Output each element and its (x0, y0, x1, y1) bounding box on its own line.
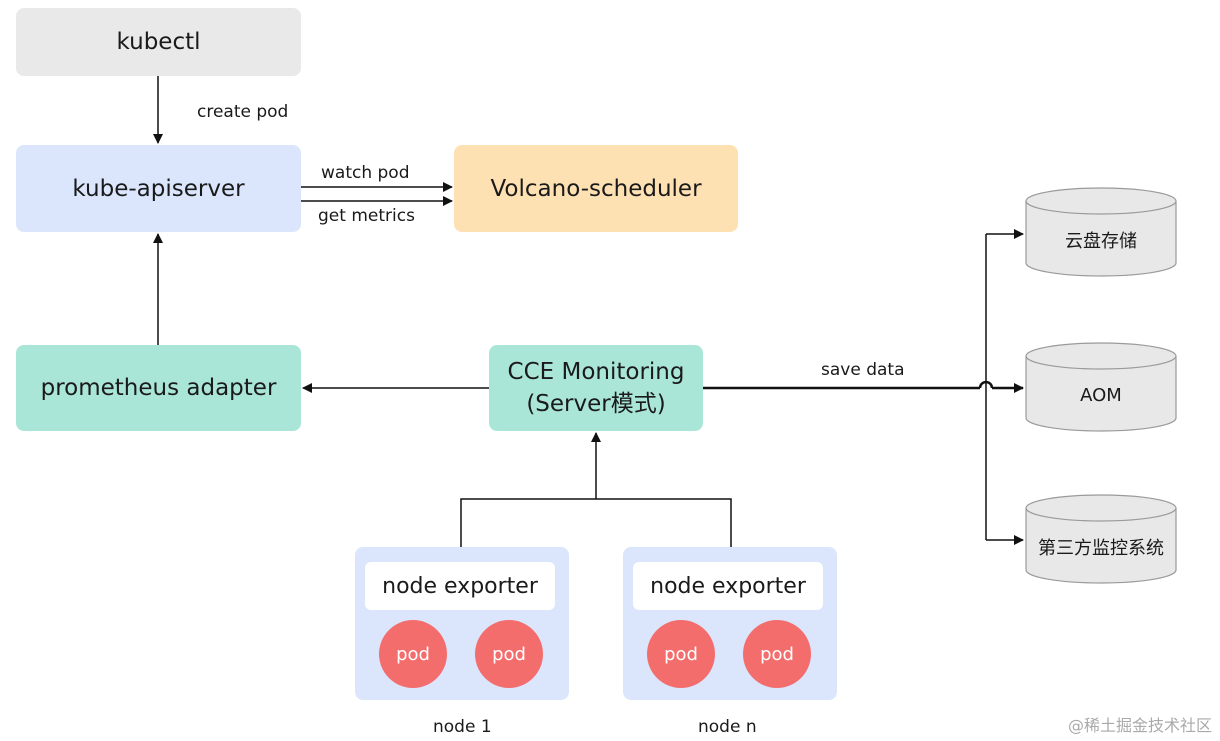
watch-pod-label: watch pod (321, 163, 410, 183)
cloud-disk-storage-label: 云盘存储 (1065, 231, 1137, 252)
cloud-disk-storage-cylinder: 云盘存储 (1025, 187, 1177, 277)
save-data-label: save data (821, 360, 905, 380)
cylinder-shape (1025, 187, 1177, 277)
node-1-label: node 1 (433, 717, 492, 737)
node-1-box: node exporter pod pod (355, 547, 569, 700)
aom-label: AOM (1080, 384, 1122, 406)
cce-monitoring-mode: (Server模式) (526, 391, 666, 417)
cylinder-shape (1025, 342, 1177, 432)
kube-apiserver-label: kube-apiserver (72, 175, 245, 202)
third-party-monitoring-cylinder: 第三方监控系统 (1025, 494, 1177, 584)
cce-monitoring-box: CCE Monitoring (Server模式) (489, 345, 703, 431)
cylinder-shape (1025, 494, 1177, 584)
aom-cylinder: AOM (1025, 342, 1177, 432)
create-pod-label: create pod (197, 102, 289, 122)
watermark: @稀土掘金技术社区 (1067, 716, 1212, 735)
volcano-scheduler-label: Volcano-scheduler (490, 175, 702, 202)
prometheus-adapter-box: prometheus adapter (16, 345, 301, 431)
node-n-label: node n (698, 717, 757, 737)
get-metrics-label: get metrics (318, 206, 415, 226)
node-n-box: node exporter pod pod (623, 547, 837, 700)
pod-circle: pod (743, 620, 811, 688)
pod-circle: pod (475, 620, 543, 688)
prometheus-adapter-label: prometheus adapter (40, 375, 277, 401)
third-party-monitoring-label: 第三方监控系统 (1038, 538, 1164, 559)
volcano-scheduler-box: Volcano-scheduler (454, 145, 738, 232)
cce-monitoring-title: CCE Monitoring (507, 359, 685, 385)
kubectl-label: kubectl (116, 29, 201, 55)
node-exporter: node exporter (365, 562, 555, 610)
pod-circle: pod (647, 620, 715, 688)
pod-circle: pod (379, 620, 447, 688)
node-exporter: node exporter (633, 562, 823, 610)
kube-apiserver-box: kube-apiserver (16, 145, 301, 232)
kubectl-box: kubectl (16, 8, 301, 76)
